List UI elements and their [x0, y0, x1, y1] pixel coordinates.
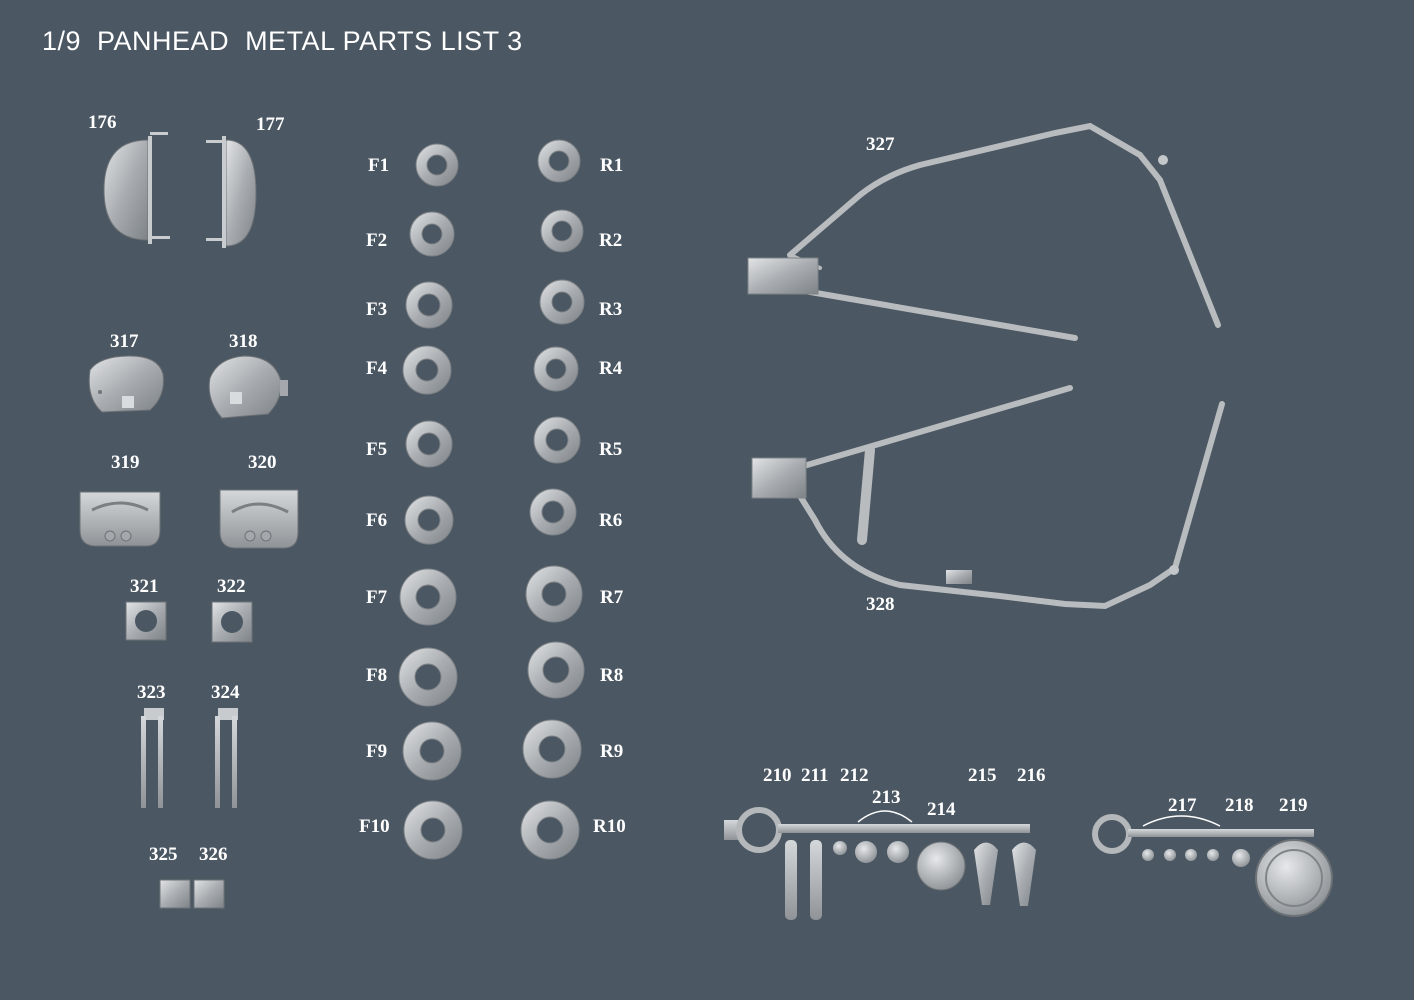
- part-321: [125, 601, 167, 641]
- label-f7: F7: [366, 587, 388, 608]
- label-f3: F3: [366, 299, 388, 320]
- label-176: 176: [88, 112, 117, 133]
- label-r3: R3: [599, 299, 623, 320]
- label-210: 210: [763, 765, 792, 786]
- part-318: [208, 355, 288, 419]
- label-r2: R2: [599, 230, 623, 251]
- label-324: 324: [211, 682, 240, 703]
- part-327-frame: [747, 122, 1221, 341]
- label-214: 214: [927, 799, 956, 820]
- label-r6: R6: [599, 510, 623, 531]
- label-321: 321: [130, 576, 159, 597]
- label-216: 216: [1017, 765, 1046, 786]
- label-f5: F5: [366, 439, 388, 460]
- part-322: [211, 601, 253, 643]
- label-325: 325: [149, 844, 178, 865]
- label-f6: F6: [366, 510, 388, 531]
- part-325-326: [159, 879, 225, 909]
- part-328-frame: [751, 385, 1225, 610]
- label-r4: R4: [599, 358, 623, 379]
- page-title: 1/9 PANHEAD METAL PARTS LIST 3: [42, 26, 523, 56]
- label-215: 215: [968, 765, 997, 786]
- label-328: 328: [866, 594, 895, 615]
- label-f10: F10: [359, 816, 390, 837]
- label-319: 319: [111, 452, 140, 473]
- label-r1: R1: [600, 155, 624, 176]
- label-317: 317: [110, 331, 139, 352]
- label-318: 318: [229, 331, 258, 352]
- part-323-rods: [141, 708, 164, 808]
- front-rings: [398, 143, 463, 860]
- label-177: 177: [256, 114, 285, 135]
- label-217: 217: [1168, 795, 1197, 816]
- label-r8: R8: [600, 665, 624, 686]
- label-323: 323: [137, 682, 166, 703]
- label-f2: F2: [366, 230, 388, 251]
- label-f8: F8: [366, 665, 388, 686]
- label-r9: R9: [600, 741, 624, 762]
- part-319: [79, 491, 161, 547]
- label-320: 320: [248, 452, 277, 473]
- rear-rings: [520, 139, 585, 860]
- label-219: 219: [1279, 795, 1308, 816]
- part-320: [219, 489, 299, 549]
- label-212: 212: [840, 765, 869, 786]
- label-f9: F9: [366, 741, 388, 762]
- part-177-cover: [206, 136, 257, 248]
- label-211: 211: [801, 765, 829, 786]
- label-f1: F1: [368, 155, 390, 176]
- sprue-210-216: [724, 807, 1036, 920]
- label-r5: R5: [599, 439, 623, 460]
- part-324-rods: [215, 708, 238, 808]
- sprue-217-219: [1092, 814, 1333, 917]
- label-322: 322: [217, 576, 246, 597]
- label-218: 218: [1225, 795, 1254, 816]
- label-f4: F4: [366, 358, 388, 379]
- label-r10: R10: [593, 816, 626, 837]
- part-317: [88, 355, 164, 413]
- label-327: 327: [866, 134, 895, 155]
- label-r7: R7: [600, 587, 624, 608]
- part-176-cover: [103, 132, 170, 244]
- label-213: 213: [872, 787, 901, 808]
- label-326: 326: [199, 844, 228, 865]
